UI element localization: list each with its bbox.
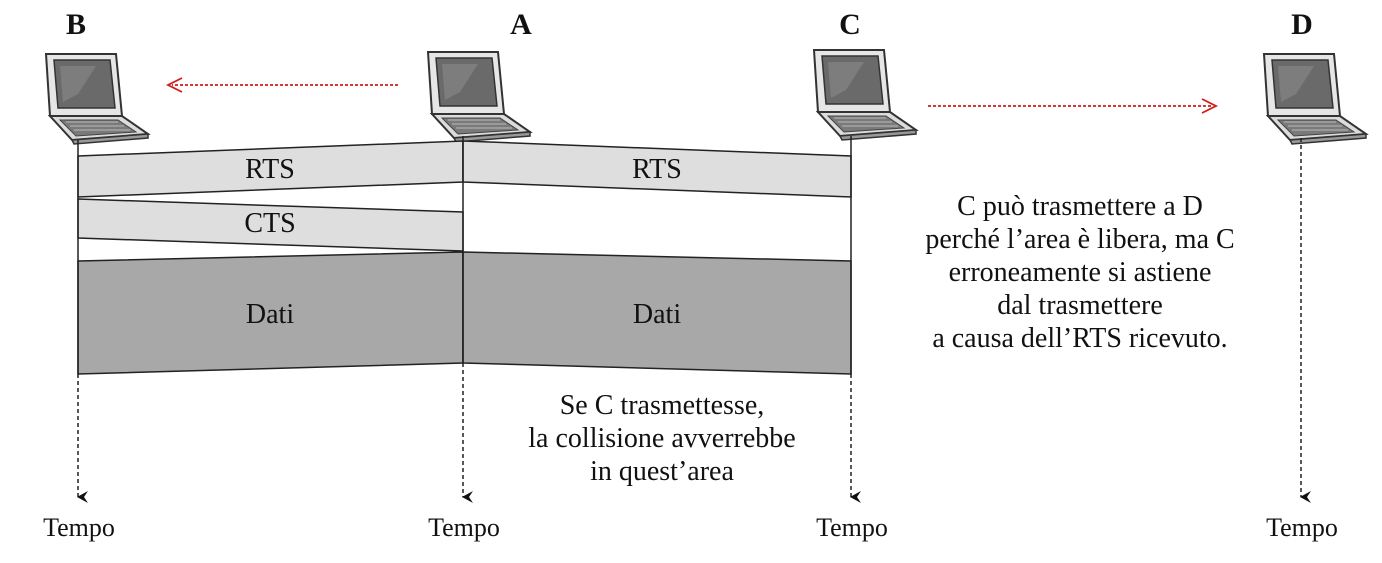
laptop-icon <box>427 51 531 143</box>
node-label-c: C <box>839 8 861 41</box>
cts-label: CTS <box>244 208 295 239</box>
note-line: dal trasmettere <box>997 290 1163 321</box>
note-line: erroneamente si astiene <box>949 257 1212 288</box>
laptop-icon <box>45 53 149 145</box>
range-arrow-c-to-d <box>928 98 1219 114</box>
collision-note: Se C trasmettesse, la collisione avverre… <box>528 390 795 487</box>
note-line: perché l’area è libera, ma C <box>925 224 1234 255</box>
range-arrow-a-to-b <box>165 77 398 93</box>
data-label-right: Dati <box>633 299 681 330</box>
data-label-left: Dati <box>246 299 294 330</box>
time-label-a: Tempo <box>428 513 500 542</box>
laptop-icon <box>1263 53 1367 145</box>
note-line: a causa dell’RTS ricevuto. <box>932 323 1227 354</box>
node-label-b: B <box>66 8 86 41</box>
note-line: Se C trasmettesse, <box>560 390 765 421</box>
rts-label-left: RTS <box>245 154 295 185</box>
note-line: C può trasmettere a D <box>957 191 1203 222</box>
note-line: la collisione avverrebbe <box>528 423 795 454</box>
time-label-b: Tempo <box>43 513 115 542</box>
time-label-c: Tempo <box>816 513 888 542</box>
rts-label-right: RTS <box>632 154 682 185</box>
note-line: in quest’area <box>590 456 734 487</box>
laptop-icon <box>813 49 917 141</box>
node-label-d: D <box>1291 8 1313 41</box>
exposed-terminal-note: C può trasmettere a D perché l’area è li… <box>925 191 1234 354</box>
node-label-a: A <box>510 8 532 41</box>
time-label-d: Tempo <box>1266 513 1338 542</box>
